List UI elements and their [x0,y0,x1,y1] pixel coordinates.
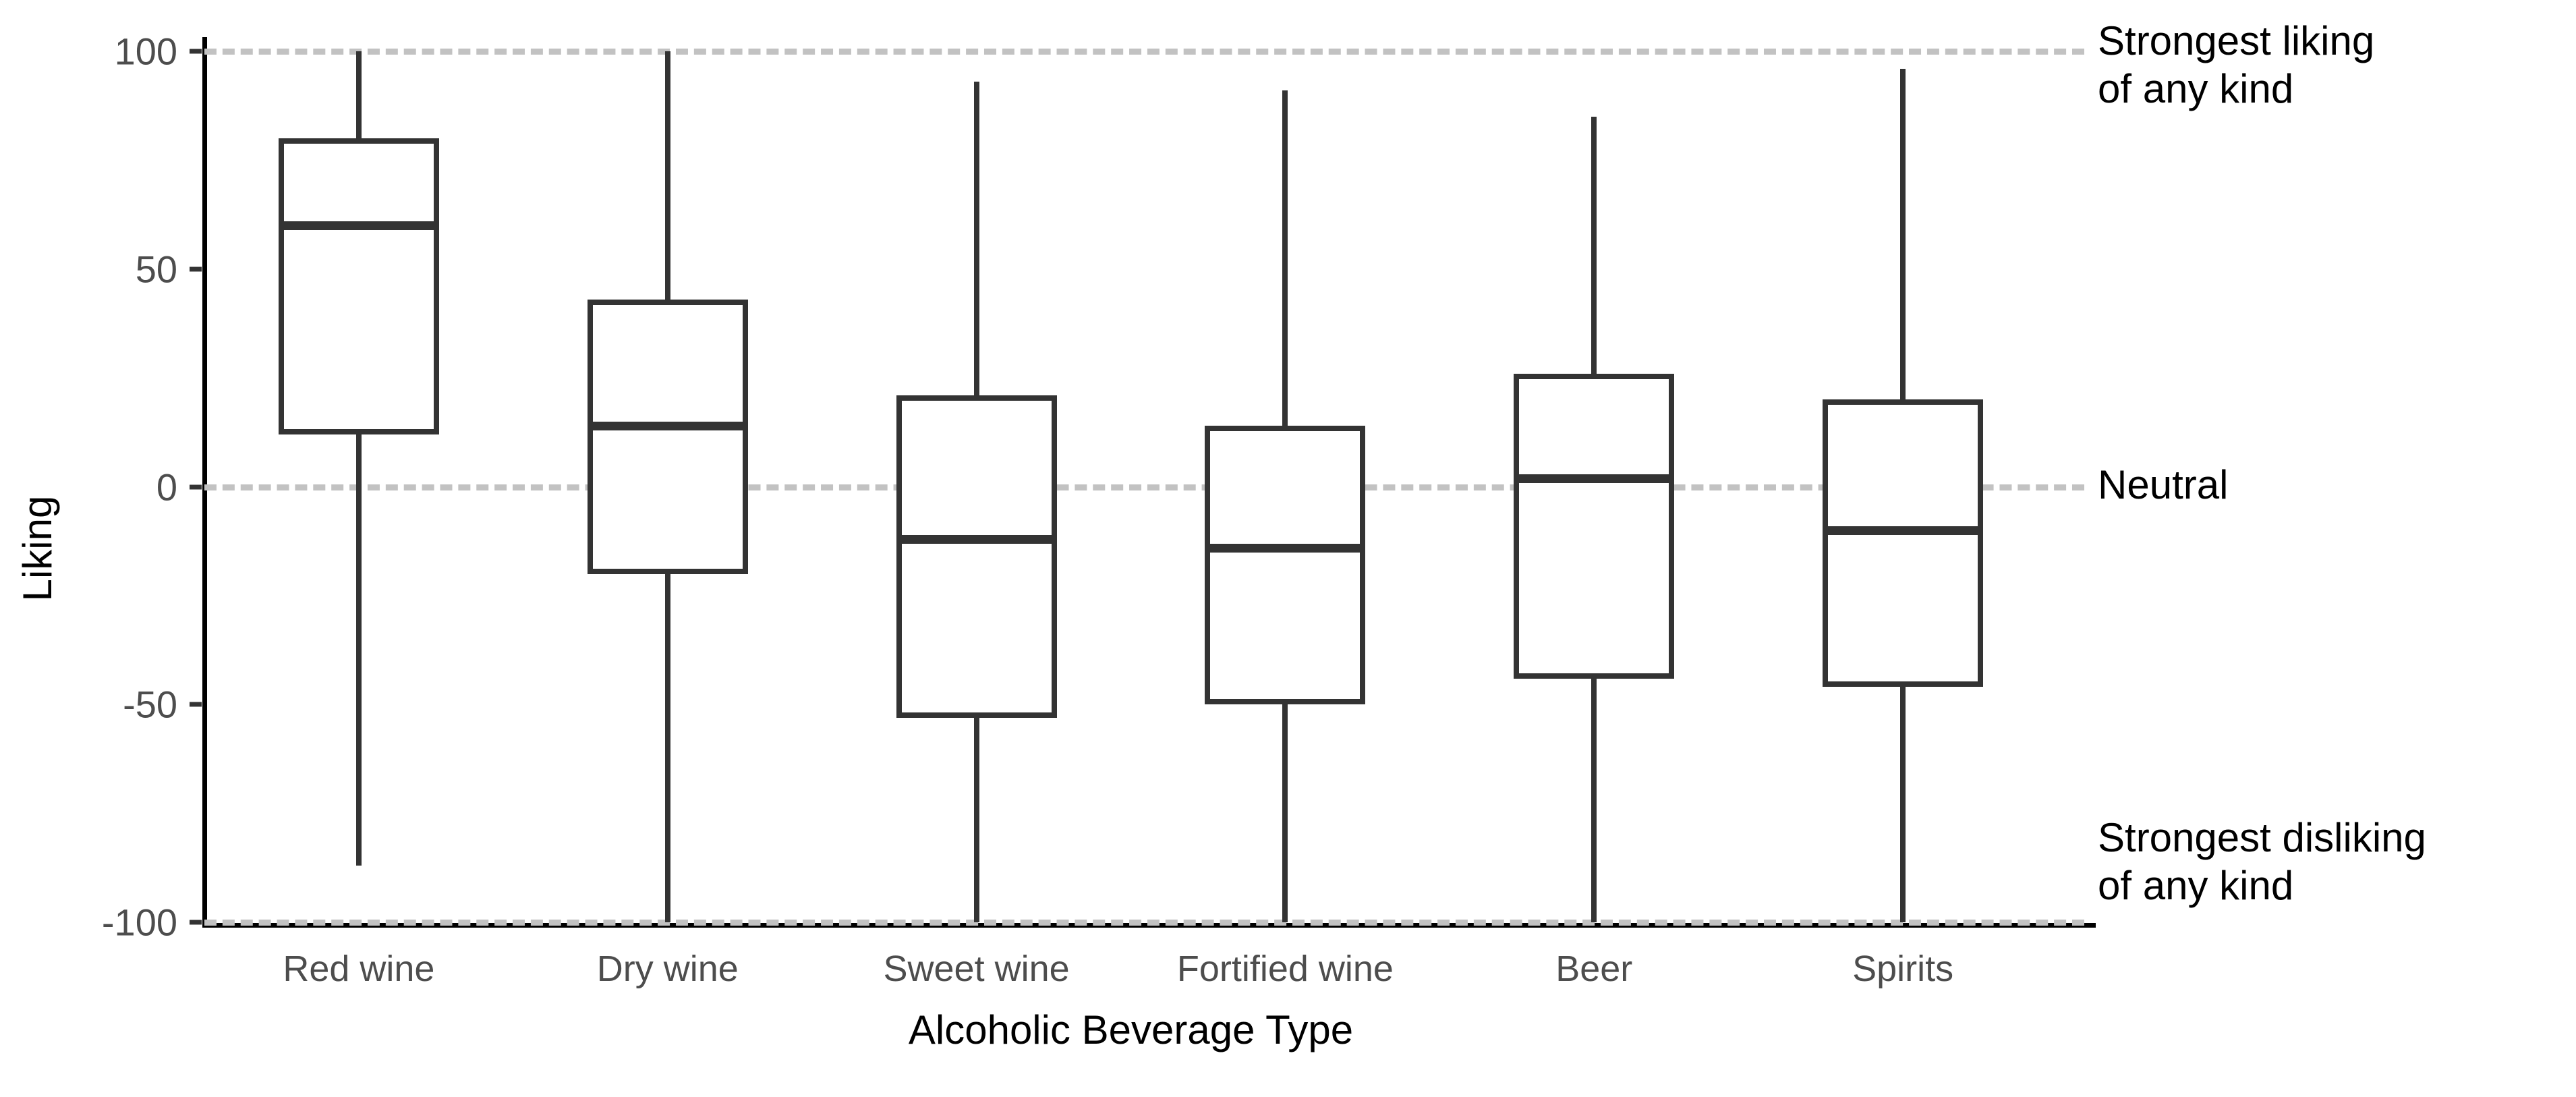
y-tick-label-0: 100 [114,30,177,73]
y-tick-label-3: -50 [123,683,177,726]
boxplot-whisker-upper [1591,116,1597,374]
y-tick-mark-2 [190,484,202,489]
boxplot-whisker-upper [355,51,362,139]
boxplot-group [896,13,1057,945]
boxplot-whisker-lower [973,717,979,922]
boxplot-box [1514,373,1675,679]
boxplot-box [1205,426,1366,705]
y-axis-tick-labels: 100 50 0 -50 -100 [0,0,177,1097]
x-tick-label-3: Fortified wine [1176,949,1394,989]
boxplot-median-line [1205,543,1366,553]
x-tick-label-2: Sweet wine [883,949,1070,989]
x-axis-title: Alcoholic Beverage Type [908,1007,1354,1052]
x-tick-label-1: Dry wine [596,949,739,989]
boxplot-group [1514,13,1675,945]
y-tick-mark-0 [190,49,202,54]
boxplot-box [896,395,1057,718]
boxplot-median-line [1823,526,1984,536]
x-tick-label-4: Beer [1555,949,1633,989]
boxplot-median-line [587,422,748,431]
boxplot-median-line [278,221,439,231]
boxplot-median-line [1514,474,1675,483]
y-tick-label-2: 0 [156,466,177,508]
boxplot-whisker-lower [1900,687,1906,922]
boxplot-whisker-upper [1282,90,1288,426]
boxplot-whisker-lower [1282,704,1288,922]
y-tick-mark-4 [190,920,202,925]
plot-panel [204,13,2084,945]
annotation-strongest-liking: Strongest liking of any kind [2098,18,2375,111]
boxplot-group [1205,13,1366,945]
y-tick-label-4: -100 [101,901,177,944]
boxplot-box [587,299,748,574]
annotation-neutral: Neutral [2098,461,2229,507]
y-axis-line [202,37,207,928]
annotation-strongest-disliking: Strongest disliking of any kind [2098,815,2426,908]
boxplot-whisker-lower [355,434,362,866]
boxplot-whisker-lower [664,573,670,922]
x-tick-label-5: Spirits [1852,949,1954,989]
gridline--100 [204,920,2084,926]
boxplot-box [1823,399,1984,687]
gridline-0 [204,484,2084,490]
boxplot-box [278,138,439,435]
boxplot-whisker-upper [664,51,670,300]
boxplot-median-line [896,534,1057,544]
boxplot-group [278,13,439,945]
y-tick-mark-3 [190,702,202,707]
boxplot-whisker-upper [1900,68,1906,400]
gridline-100 [204,49,2084,55]
boxplot-group [587,13,748,945]
x-tick-label-0: Red wine [283,949,435,989]
y-tick-label-1: 50 [135,248,177,291]
boxplot-group [1823,13,1984,945]
boxplot-whisker-lower [1591,678,1597,922]
boxplot-whisker-upper [973,82,979,395]
y-tick-mark-1 [190,266,202,272]
